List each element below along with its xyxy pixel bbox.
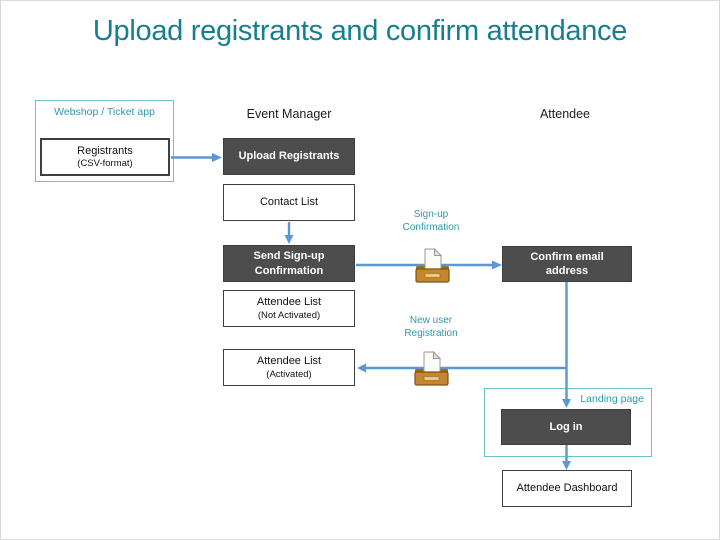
column-header-event-manager: Event Manager bbox=[246, 107, 332, 121]
node-registrants-title: Registrants bbox=[77, 144, 133, 157]
node-upload-registrants: Upload Registrants bbox=[223, 138, 355, 175]
node-attendee-list-not-activated-title: Attendee List bbox=[256, 296, 322, 309]
node-attendee-list-not-activated: Attendee List (Not Activated) bbox=[223, 290, 355, 327]
node-log-in-label: Log in bbox=[549, 420, 583, 433]
arrowhead-left bbox=[357, 363, 366, 373]
node-registrants: Registrants (CSV-format) bbox=[40, 138, 170, 176]
node-attendee-list-activated-title: Attendee List bbox=[256, 355, 322, 368]
node-send-signup-confirmation-label: Send Sign-up Confirmation bbox=[253, 250, 325, 277]
arrowhead-down bbox=[284, 235, 294, 244]
column-header-attendee: Attendee bbox=[539, 107, 591, 121]
edge-label-signup-confirmation: Sign-up Confirmation bbox=[402, 209, 460, 233]
arrowhead-down bbox=[562, 461, 571, 470]
node-attendee-dashboard: Attendee Dashboard bbox=[502, 470, 632, 507]
node-registrants-subtitle: (CSV-format) bbox=[77, 158, 133, 170]
edge-label-new-user-registration: New user Registration bbox=[404, 315, 458, 339]
node-attendee-list-activated-subtitle: (Activated) bbox=[266, 368, 312, 380]
node-upload-registrants-label: Upload Registrants bbox=[238, 150, 340, 163]
node-confirm-email-address: Confirm email address bbox=[502, 246, 632, 282]
node-attendee-dashboard-label: Attendee Dashboard bbox=[516, 482, 618, 495]
mail-inbox-icon bbox=[415, 247, 450, 283]
group-landing-page-label: Landing page bbox=[580, 393, 644, 405]
mail-inbox-icon bbox=[414, 350, 449, 386]
node-log-in: Log in bbox=[501, 409, 631, 445]
node-contact-list: Contact List bbox=[223, 184, 355, 221]
node-send-signup-confirmation: Send Sign-up Confirmation bbox=[223, 245, 355, 282]
group-webshop-label: Webshop / Ticket app bbox=[54, 106, 155, 118]
group-landing-page: Landing page bbox=[484, 388, 652, 457]
node-attendee-list-not-activated-subtitle: (Not Activated) bbox=[257, 309, 321, 321]
arrowhead-right bbox=[212, 153, 222, 162]
page-title: Upload registrants and confirm attendanc… bbox=[92, 15, 628, 47]
node-confirm-email-address-label: Confirm email address bbox=[530, 250, 604, 277]
node-attendee-list-activated: Attendee List (Activated) bbox=[223, 349, 355, 386]
arrowhead-right bbox=[492, 260, 502, 270]
group-webshop-ticket-app: Webshop / Ticket app bbox=[35, 100, 174, 182]
node-contact-list-label: Contact List bbox=[259, 196, 319, 209]
